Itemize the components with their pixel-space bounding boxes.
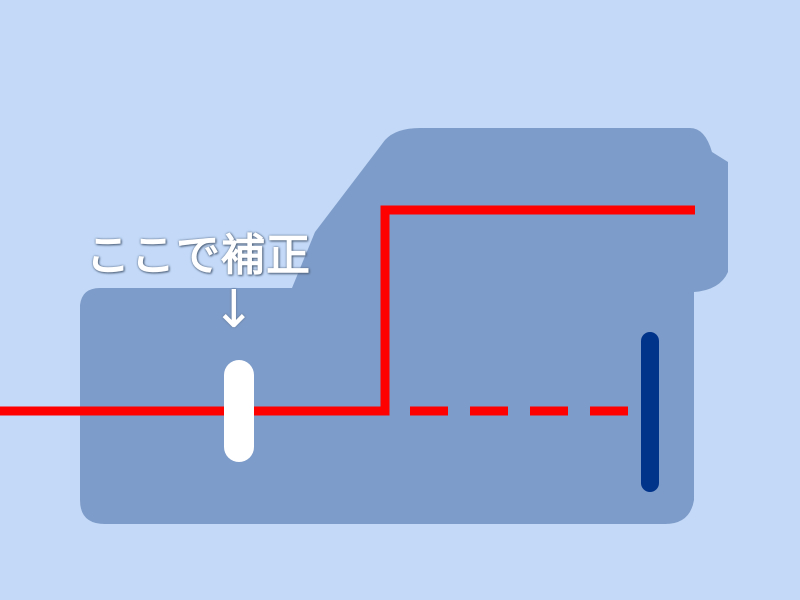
annotation: ここで補正 ↓ [86,228,311,340]
annotation-label: ここで補正 [86,230,311,281]
path-red-solid [0,205,695,416]
down-arrow-icon: ↓ [212,280,256,340]
correction-marker [224,360,254,462]
